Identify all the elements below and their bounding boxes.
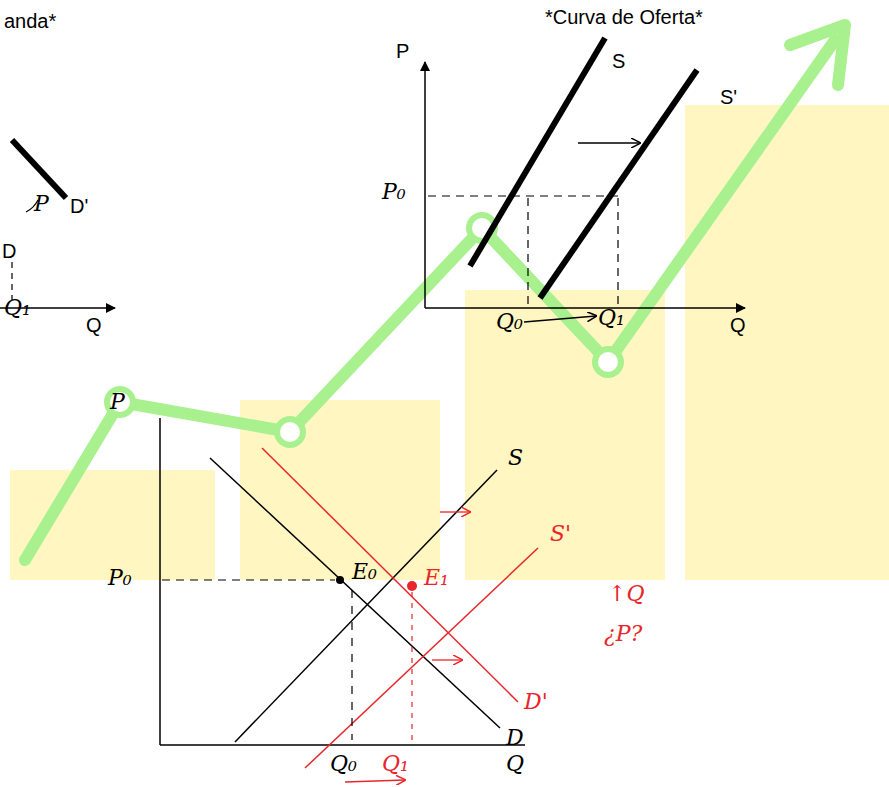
axis-label: Q	[506, 752, 524, 776]
axis-label: Q₁	[382, 752, 409, 776]
axis-label: E₀	[352, 560, 377, 584]
axis-label: Q₁	[4, 296, 31, 320]
supply-chart	[425, 38, 745, 322]
axis-label: S	[508, 446, 523, 470]
axis-label: *Curva de Oferta*	[545, 6, 703, 28]
axis-label: Q	[86, 314, 102, 336]
axis-label: Q₀	[496, 310, 523, 334]
axis-label: E₁	[424, 566, 449, 590]
axis-label: S'	[720, 86, 737, 108]
axis-label: D	[2, 240, 16, 262]
demand-chart	[0, 140, 115, 308]
axis-label: D'	[524, 690, 548, 714]
axis-label: D	[506, 726, 524, 750]
axis-label: P₀	[382, 180, 406, 204]
axis-label: P	[110, 390, 125, 414]
axis-label: P	[396, 40, 409, 62]
axis-label: anda*	[4, 10, 56, 32]
axis-label: ¿P?	[604, 622, 642, 646]
axis-label: Q₁	[598, 306, 625, 330]
axis-label: S	[612, 50, 625, 72]
axis-label: Q	[730, 314, 746, 336]
axis-label: Q₀	[330, 752, 357, 776]
equilibrium-chart	[160, 418, 538, 782]
axis-label: ↑Q	[608, 582, 644, 606]
axis-label: D'	[70, 195, 88, 217]
axis-label: S'	[550, 522, 571, 546]
background-watermark	[10, 25, 889, 580]
axis-label: P₀	[108, 566, 132, 590]
axis-label: P	[34, 192, 49, 216]
